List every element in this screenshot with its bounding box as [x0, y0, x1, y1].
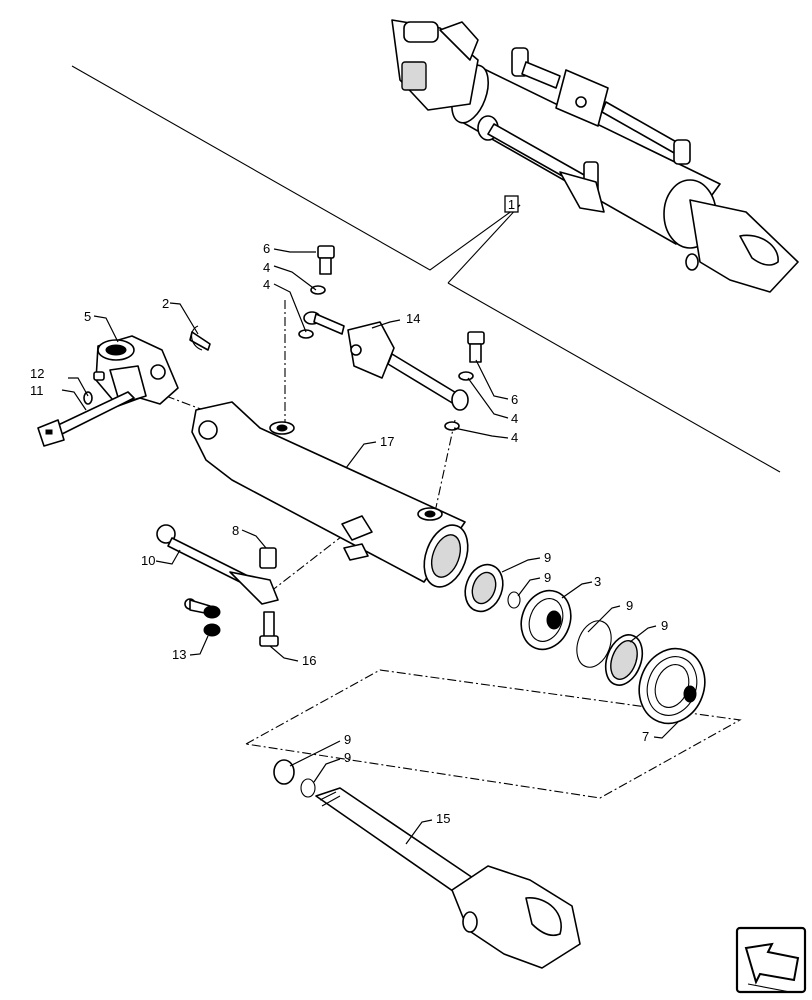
callout-6-upper: 6 [263, 241, 270, 256]
part-13-spring-clips [184, 598, 221, 637]
part-6-bolt-upper [317, 245, 335, 275]
part-17-cylinder-body [191, 401, 469, 588]
part-5-rear-bracket [93, 335, 179, 407]
callout-11: 11 [30, 383, 44, 398]
callout-13: 13 [172, 647, 186, 662]
callout-3: 3 [594, 574, 601, 589]
part-2-clip-pin [189, 325, 211, 351]
callout-4-third: 4 [511, 411, 518, 426]
callout-9-b: 9 [544, 570, 551, 585]
leader-lines [61, 248, 679, 845]
part-3-piston [520, 589, 572, 651]
callout-17: 17 [380, 434, 394, 449]
callout-4-lower: 4 [511, 430, 518, 445]
callout-7: 7 [642, 729, 649, 744]
part-10-rod [156, 524, 279, 605]
callout-14: 14 [406, 311, 420, 326]
callout-9-d: 9 [661, 618, 668, 633]
callout-16: 16 [302, 653, 316, 668]
part-11-pin [37, 391, 135, 447]
callout-12: 12 [30, 366, 44, 381]
callout-2: 2 [162, 296, 169, 311]
part-4-washers [298, 285, 474, 431]
callout-6-lower: 6 [511, 392, 518, 407]
callout-10: 10 [141, 553, 155, 568]
part-15-hook-rod [315, 787, 581, 969]
callout-4-second: 4 [263, 277, 270, 292]
part-16-bolt [259, 611, 279, 647]
callout-5: 5 [84, 309, 91, 324]
part-8-nut [259, 547, 277, 569]
part-9-seals [273, 563, 644, 798]
callout-8: 8 [232, 523, 239, 538]
callout-4-upper: 4 [263, 260, 270, 275]
part-7-gland [638, 647, 706, 725]
callout-1: 1 [504, 195, 519, 213]
callout-9-f: 9 [344, 750, 351, 765]
part-14-valve-tube [303, 311, 469, 411]
callout-15: 15 [436, 811, 450, 826]
part-12-grease-nipple [83, 391, 93, 405]
callout-9-c: 9 [626, 598, 633, 613]
next-page-arrow-icon[interactable] [735, 926, 807, 994]
callout-9-a: 9 [544, 550, 551, 565]
assembly-overview [71, 19, 799, 473]
callout-1-label: 1 [508, 197, 515, 212]
part-6-bolt-lower [467, 331, 485, 363]
callout-9-e: 9 [344, 732, 351, 747]
callout-numbers: 2 3 4 4 4 4 5 6 6 7 8 9 9 9 9 9 9 10 11 … [30, 241, 668, 826]
